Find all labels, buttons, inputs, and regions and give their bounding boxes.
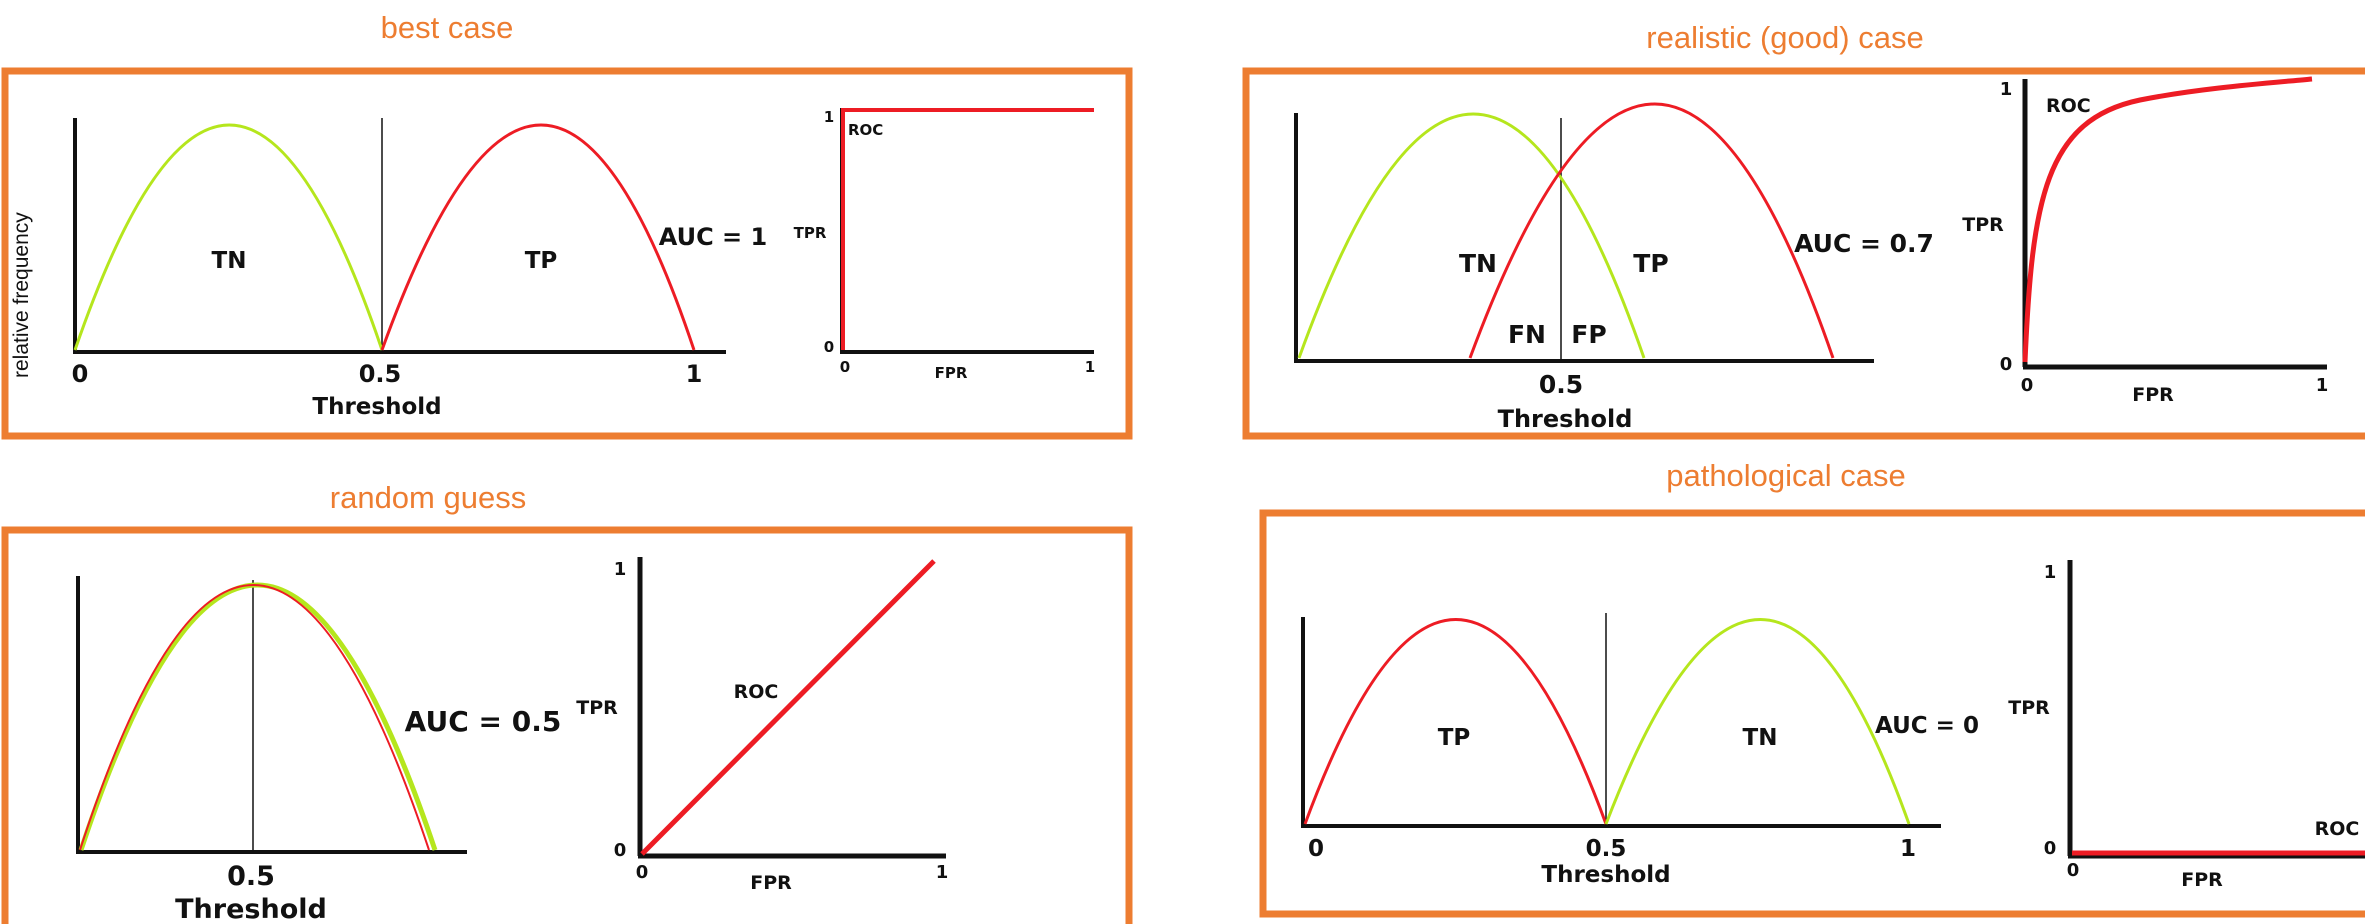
- roc-x-tick-0: 0: [840, 358, 850, 376]
- roc-y-tick-0: 0: [614, 840, 627, 861]
- roc-plot: ROC TPR 1 0 0 1 FPR: [1962, 76, 2329, 406]
- x-tick-0: 0: [1308, 836, 1324, 862]
- panel-pathological-case: pathological case TP TN 0 0.5 1 Threshol…: [1259, 458, 2365, 918]
- panel-best-case: best case relative frequency TN TP 0 0.5…: [1, 10, 1133, 440]
- x-tick-0-5: 0.5: [1539, 370, 1583, 399]
- tp-label: TP: [1633, 249, 1668, 278]
- panel-title: pathological case: [1666, 458, 1906, 493]
- x-tick-1: 1: [686, 360, 703, 388]
- x-tick-0-5: 0.5: [359, 360, 402, 388]
- x-axis-label: Threshold: [312, 394, 441, 420]
- roc-x-tick-0: 0: [2021, 375, 2034, 396]
- roc-x-tick-1: 1: [1085, 358, 1095, 376]
- roc-plot: ROC TPR 1 0 0 1 FPR: [794, 108, 1095, 382]
- tn-label: TN: [1459, 249, 1497, 278]
- panel-random-guess: random guess 0.5 Threshold AUC = 0.5 ROC…: [1, 480, 1133, 924]
- negative-distribution-curve: [78, 582, 438, 851]
- tpr-label: TPR: [794, 224, 827, 242]
- panel-frame: [1259, 509, 2365, 918]
- roc-y-tick-0: 0: [2044, 838, 2057, 859]
- panel-title: best case: [381, 10, 514, 45]
- tp-label: TP: [1438, 725, 1471, 751]
- tn-label: TN: [212, 248, 247, 274]
- panel-frame: [1, 67, 1133, 440]
- tpr-label: TPR: [576, 697, 618, 719]
- panel-frame: [1242, 67, 2365, 440]
- roc-x-tick-1: 1: [2316, 375, 2329, 396]
- roc-y-tick-0: 0: [2000, 354, 2013, 375]
- panel-title: random guess: [330, 480, 526, 515]
- tp-label: TP: [525, 248, 558, 274]
- negative-distribution-curve: [1604, 618, 1911, 825]
- x-axis-label: Threshold: [175, 894, 327, 924]
- roc-x-tick-1: 1: [936, 862, 949, 883]
- roc-y-tick-1: 1: [2044, 562, 2057, 583]
- roc-label: ROC: [734, 681, 779, 703]
- roc-label: ROC: [2046, 95, 2091, 117]
- x-tick-0: 0: [72, 360, 89, 388]
- roc-plot: ROC TPR 1 0 0 1 FPR: [576, 557, 948, 894]
- roc-label: ROC: [848, 121, 883, 139]
- auc-label: AUC = 0: [1875, 713, 1979, 739]
- roc-x-tick-0: 0: [636, 862, 649, 883]
- tpr-label: TPR: [1962, 214, 2004, 236]
- x-tick-0-5: 0.5: [227, 861, 275, 892]
- roc-plot: ROC TPR 1 0 0 FPR: [2008, 560, 2365, 891]
- positive-distribution-curve: [79, 584, 430, 851]
- positive-distribution-curve: [1303, 618, 1608, 825]
- fpr-label: FPR: [2132, 384, 2174, 406]
- roc-y-tick-1: 1: [614, 559, 627, 580]
- roc-y-tick-0: 0: [824, 338, 834, 356]
- roc-y-tick-1: 1: [824, 108, 834, 126]
- fpr-label: FPR: [750, 872, 792, 894]
- positive-distribution-curve: [1468, 102, 1835, 359]
- roc-curve: [2022, 76, 2313, 363]
- x-axis-label: Threshold: [1498, 405, 1633, 433]
- x-axis-label: Threshold: [1541, 862, 1670, 888]
- tpr-label: TPR: [2008, 697, 2050, 719]
- tn-label: TN: [1743, 725, 1778, 751]
- auc-label: AUC = 1: [659, 223, 767, 251]
- x-tick-0-5: 0.5: [1586, 836, 1627, 862]
- negative-distribution-curve: [73, 123, 384, 351]
- auc-label: AUC = 0.7: [1794, 229, 1934, 258]
- fpr-label: FPR: [2181, 869, 2223, 891]
- panel-realistic-case: realistic (good) case TN TP FN FP 0.5 Th…: [1242, 20, 2365, 440]
- x-tick-1: 1: [1900, 836, 1916, 862]
- fp-label: FP: [1571, 320, 1606, 349]
- fn-label: FN: [1508, 320, 1546, 349]
- roc-y-tick-1: 1: [2000, 79, 2013, 100]
- panel-frame: [1, 526, 1133, 924]
- fpr-label: FPR: [935, 364, 968, 382]
- negative-distribution-curve: [1297, 112, 1646, 359]
- y-axis-label: relative frequency: [10, 212, 33, 378]
- roc-x-tick-0: 0: [2067, 860, 2080, 881]
- roc-curve: [841, 108, 1094, 350]
- positive-distribution-curve: [380, 123, 696, 351]
- panel-title: realistic (good) case: [1646, 20, 1923, 55]
- roc-label: ROC: [2315, 818, 2360, 840]
- auc-label: AUC = 0.5: [405, 705, 562, 738]
- roc-curve: [640, 559, 936, 856]
